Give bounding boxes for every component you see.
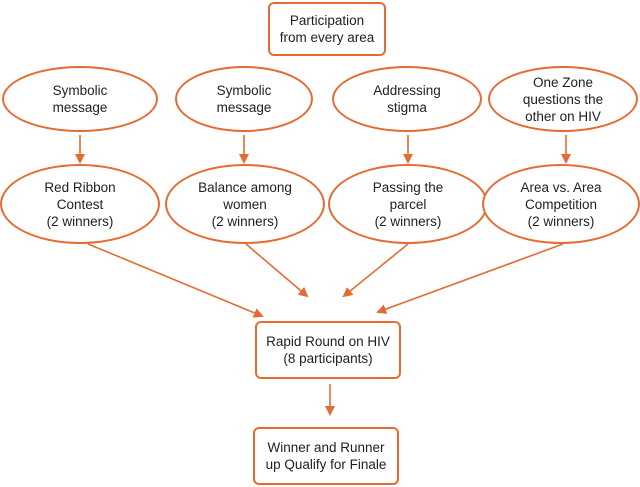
participation-box: Participation from every area [268,2,386,56]
contest-area-vs-area: Area vs. Area Competition (2 winners) [482,164,640,244]
arrow-contest1-to-rapid-round [87,243,264,318]
theme-symbolic-message-1: Symbolic message [2,66,158,132]
theme-one-zone-questions: One Zone questions the other on HIV [488,66,638,132]
theme-symbolic-message-2: Symbolic message [175,66,313,132]
arrow-contest2-to-rapid-round [245,243,309,298]
contest-balance-among-women: Balance among women (2 winners) [165,164,325,244]
rapid-round-box: Rapid Round on HIV (8 participants) [255,321,401,379]
contest-red-ribbon: Red Ribbon Contest (2 winners) [0,164,160,244]
final-qualify-box: Winner and Runner up Qualify for Finale [253,427,399,485]
contest-passing-the-parcel: Passing the parcel (2 winners) [328,164,488,244]
arrow-contest3-to-rapid-round [342,243,409,298]
arrow-contest4-to-rapid-round [376,243,564,314]
theme-addressing-stigma: Addressing stigma [332,66,482,132]
